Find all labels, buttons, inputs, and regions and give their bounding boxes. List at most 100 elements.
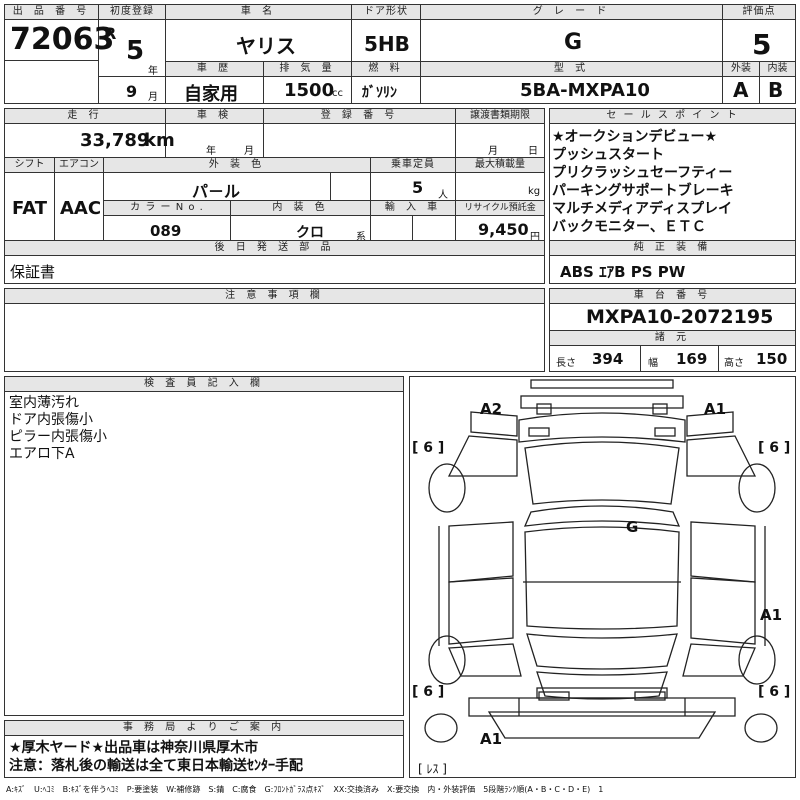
notes-box (4, 288, 545, 372)
tire-rear-left (428, 635, 466, 685)
transfer-label: 譲渡書類期限 (456, 109, 544, 124)
length-label: 長さ (556, 358, 576, 369)
colorno-label: カ ラ ー N o . (104, 201, 230, 216)
equip-label: 純 正 装 備 (550, 241, 795, 256)
reg-year: 5 (126, 36, 145, 66)
fuel: ｶﾞｿﾘﾝ (362, 85, 397, 101)
chassis-label: 車 台 番 号 (550, 289, 795, 304)
score: 5 (752, 28, 772, 61)
sales-point-line: ★オークションデビュー★ (552, 129, 718, 145)
inspector-note-line: ピラー内張傷小 (9, 429, 107, 445)
history-label: 車 歴 (166, 62, 263, 77)
sales-point-line: プリクラッシュセーフティー (552, 165, 733, 181)
reg-era: R (104, 24, 117, 43)
aircon: AAC (60, 198, 102, 219)
front-bumper-top (520, 395, 684, 409)
damage-a1-bottom: A1 (480, 730, 503, 748)
model-label: 型 式 (421, 62, 722, 77)
disp-unit: cc (332, 88, 343, 99)
inspector-label: 検 査 員 記 入 欄 (5, 377, 403, 392)
inspector-note-line: ドア内張傷小 (9, 412, 93, 428)
import-label: 輸 入 車 (371, 201, 455, 216)
reg-month: 9 (126, 82, 138, 101)
inspect-month-unit: 月 (244, 146, 254, 157)
legend: A:ｷｽﾞ U:ﾍｺﾐ B:ｷｽﾞを伴うﾍｺﾐ P:要塗装 W:補修跡 S:錆 … (6, 785, 604, 794)
intcolor-unit: 系 (356, 232, 366, 243)
car-name: ヤリス (236, 34, 296, 58)
office-label: 事 務 局 よ り ご 案 内 (5, 721, 403, 736)
sales-point-line: マルチメディアディスプレイ (552, 201, 733, 217)
ac-label: エアコン (55, 158, 103, 173)
spare-tire (424, 713, 458, 743)
chassis-number: MXPA10-2072195 (586, 306, 774, 328)
shift-label: シフト (5, 158, 54, 173)
history: 自家用 (184, 84, 238, 105)
door-label: ドア形状 (352, 5, 420, 20)
inspector-note-line: 室内薄汚れ (9, 395, 79, 411)
fuel-label: 燃 料 (352, 62, 420, 77)
ext-score: A (733, 78, 749, 102)
tire-front-right (738, 463, 776, 513)
tire-fl-score: [ 6 ] (412, 440, 445, 456)
dims-label: 諸 元 (550, 331, 795, 346)
transfer-month-unit: 月 (488, 146, 498, 157)
inspect-label: 車 検 (166, 109, 263, 124)
disp-label: 排 気 量 (264, 62, 351, 77)
capacity-unit: 人 (438, 190, 448, 201)
length: 394 (592, 350, 624, 368)
capacity: 5 (412, 178, 424, 197)
later-parts: 保証書 (10, 263, 56, 281)
door-type: 5HB (364, 32, 410, 56)
recycle-fee: 9,450 (478, 220, 529, 239)
sales-point-line: パーキングサポートブレーキ (552, 183, 734, 199)
shift: FAT (12, 198, 48, 219)
load-label: 最大積載量 (456, 158, 544, 173)
office-lines: ★厚木ヤード★出品車は神奈川県厚木市注意：落札後の輸送は全て東日本輸送ｾﾝﾀｰ手… (9, 739, 303, 775)
grade: G (564, 30, 583, 55)
tire-rr-score: [ 6 ] (758, 684, 791, 700)
equipment: ABS ｴｱB PS PW (560, 263, 686, 281)
damage-a1-top: A1 (704, 400, 727, 418)
plate-label: 登 録 番 号 (264, 109, 455, 124)
sales-point-line: プッシュスタート (552, 147, 664, 163)
color-number: 089 (150, 222, 182, 240)
spare-tire-label: [ ﾚｽ ] (418, 762, 447, 776)
name-label: 車 名 (166, 5, 351, 20)
recycle-unit: 円 (530, 232, 540, 243)
int-label: 内装 (760, 62, 795, 77)
sales-lines: ★オークションデビュー★ プッシュスタートプリクラッシュセーフティーパーキングサポ… (552, 128, 794, 236)
later-label: 後 日 発 送 部 品 (5, 241, 544, 256)
capacity-label: 乗車定員 (371, 158, 455, 173)
exterior-color: パ－ル (192, 182, 241, 201)
mileage-unit: km (144, 130, 175, 151)
model-code: 5BA-MXPA10 (520, 80, 650, 101)
width: 169 (676, 350, 708, 368)
color-label: 外 装 色 (104, 158, 370, 173)
load-unit: kg (528, 186, 541, 197)
top-section (4, 4, 796, 104)
score-label: 評価点 (723, 5, 795, 20)
width-label: 幅 (648, 358, 658, 369)
lot-number: 72063 (10, 22, 115, 57)
tire-rl-score: [ 6 ] (412, 684, 445, 700)
damage-diagram (409, 376, 796, 778)
chassis-box (549, 288, 796, 372)
height-label: 高さ (724, 358, 744, 369)
int-score: B (768, 78, 784, 102)
sales-points (549, 108, 796, 284)
sales-point-line: バックモニター、ＥＴＣ (552, 219, 706, 235)
mileage: 33,789 (80, 130, 150, 151)
transfer-day-unit: 日 (528, 146, 538, 157)
year-unit: 年 (148, 66, 158, 77)
inspector-box (4, 376, 404, 716)
reg-label: 初度登録 (99, 5, 165, 20)
grade-label: グ レ ー ド (421, 5, 722, 20)
intcolor-label: 内 装 色 (231, 201, 370, 216)
sales-label: セ ー ル ス ポ イ ン ト (550, 109, 795, 124)
tire-fr-score: [ 6 ] (758, 440, 791, 456)
lot-label: 出 品 番 号 (5, 5, 98, 20)
inspector-lines: 室内薄汚れドア内張傷小ピラー内張傷小エアロ下A (9, 395, 107, 463)
office-notice-line: 注意：落札後の輸送は全て東日本輸送ｾﾝﾀｰ手配 (9, 758, 303, 774)
damage-g: G (626, 518, 639, 536)
height: 150 (756, 350, 788, 368)
